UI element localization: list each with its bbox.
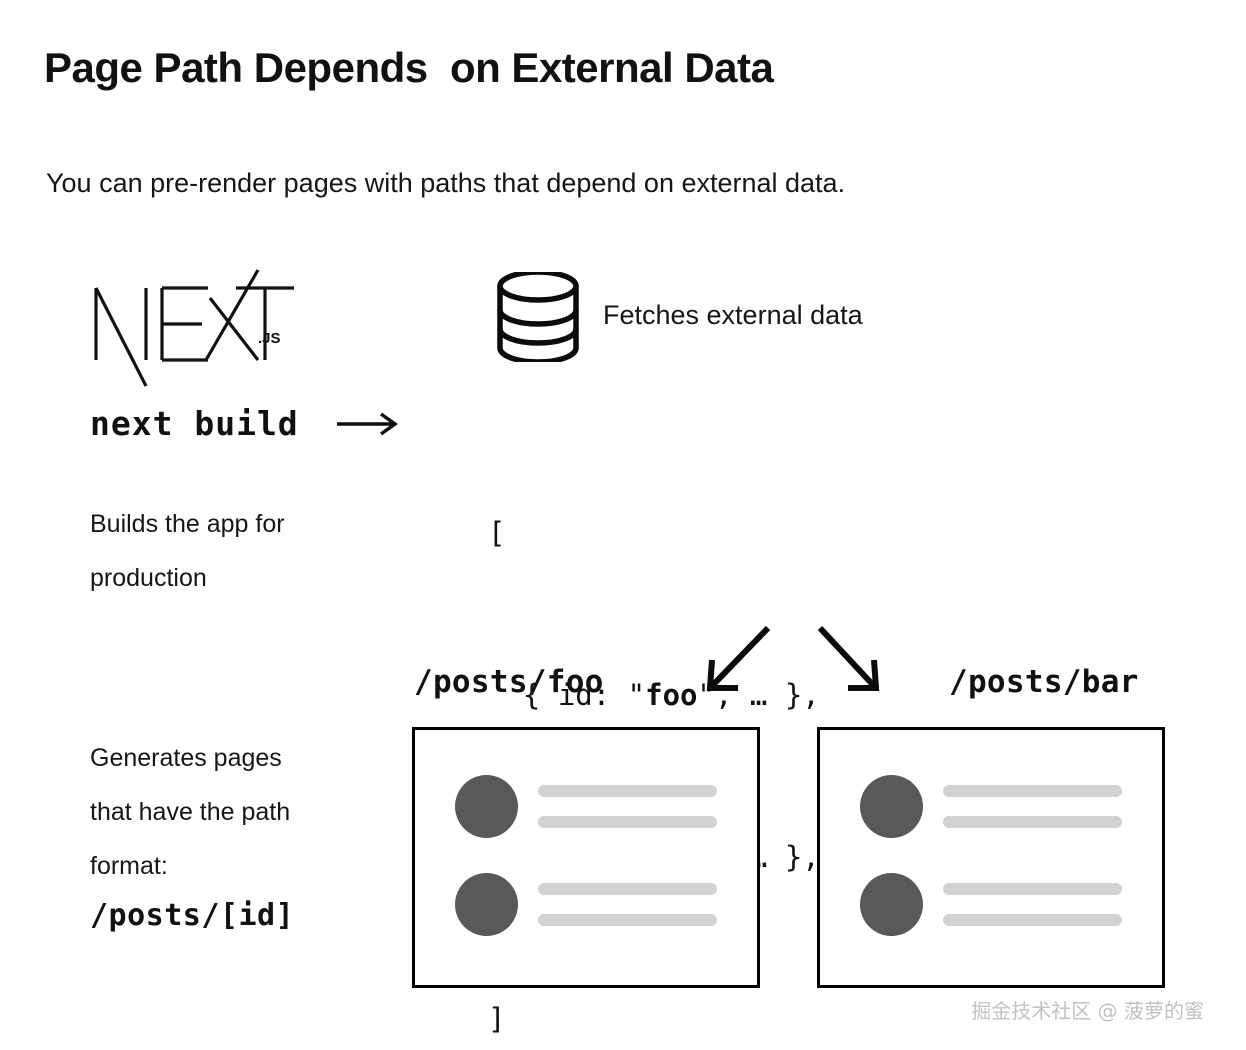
build-caption: Builds the app for production <box>90 510 285 592</box>
next-build-row: next build <box>90 404 399 443</box>
code-prefix: ] <box>488 1002 506 1036</box>
code-prefix: [ <box>488 516 506 550</box>
text-placeholder-lines <box>538 785 717 828</box>
text-line <box>943 883 1122 895</box>
avatar <box>455 873 518 936</box>
text-line <box>943 785 1122 797</box>
watermark: 掘金技术社区 @ 菠萝的蜜 <box>971 999 1204 1023</box>
database-label: Fetches external data <box>603 300 863 330</box>
arrow-down-left-icon <box>706 625 771 691</box>
branch-arrows <box>706 625 880 691</box>
code-suffix: ", … }, <box>697 678 820 712</box>
text-line <box>538 914 717 926</box>
nextjs-logo-suffix: .JS <box>258 330 281 347</box>
arrow-down-right-icon <box>817 625 880 691</box>
database-icon <box>497 272 579 362</box>
path-format-label: /posts/[id] <box>90 898 295 933</box>
code-line-3: ] <box>488 992 820 1046</box>
text-placeholder-lines <box>943 883 1122 926</box>
mockup-row <box>860 873 1122 936</box>
page-mockup-foo <box>412 727 760 988</box>
text-placeholder-lines <box>538 883 717 926</box>
nextjs-logo-icon <box>94 269 294 387</box>
avatar <box>860 873 923 936</box>
code-line-1: { id: "foo", … }, <box>488 668 820 722</box>
next-build-command: next build <box>90 404 299 443</box>
mockup-row <box>455 775 717 838</box>
code-line-0: [ <box>488 506 820 560</box>
text-placeholder-lines <box>943 785 1122 828</box>
text-line <box>538 816 717 828</box>
code-highlight: foo <box>645 678 698 712</box>
page-subtitle: You can pre-render pages with paths that… <box>46 168 846 198</box>
text-line <box>943 816 1122 828</box>
text-line <box>538 883 717 895</box>
avatar <box>455 775 518 838</box>
text-line <box>538 785 717 797</box>
avatar <box>860 775 923 838</box>
path-label-right: /posts/bar <box>949 664 1139 700</box>
right-arrow-icon <box>336 412 398 435</box>
mockup-row <box>860 775 1122 838</box>
text-line <box>943 914 1122 926</box>
generate-caption: Generates pages that have the path forma… <box>90 744 291 880</box>
mockup-row <box>455 873 717 936</box>
path-label-left: /posts/foo <box>414 664 604 700</box>
page-title: Page Path Depends on External Data <box>44 44 774 91</box>
code-prefix: { id: " <box>488 678 646 712</box>
page-mockup-bar <box>817 727 1165 988</box>
